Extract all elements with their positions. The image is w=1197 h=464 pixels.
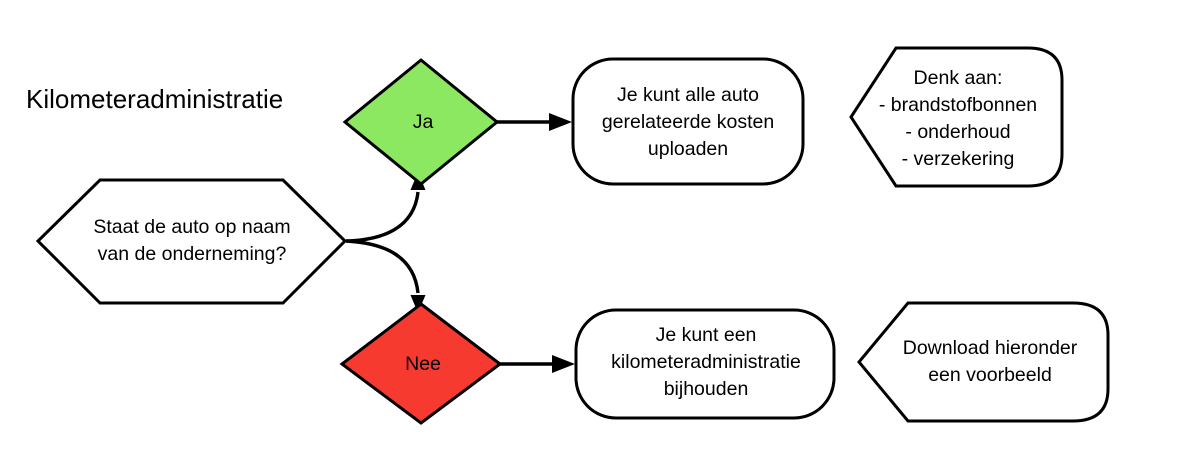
node-no-result-box[interactable]: Je kunt een kilometeradministratie bijho… xyxy=(574,308,836,420)
question-line-2: van de onderneming? xyxy=(98,243,287,265)
yes-result-line-2: gerelateerde kosten xyxy=(602,111,774,133)
node-yes-note-card[interactable]: Denk aan: - brandstofbonnen - onderhoud … xyxy=(849,46,1064,188)
node-yes-diamond[interactable]: Ja xyxy=(342,58,500,186)
yes-label: Ja xyxy=(413,111,434,133)
edge-question-to-yes xyxy=(345,172,426,243)
no-label: Nee xyxy=(405,353,441,375)
node-question-hexagon[interactable]: Staat de auto op naam van de onderneming… xyxy=(35,178,348,305)
yes-note-line-4: - verzekering xyxy=(902,148,1015,170)
yes-note-line-3: - onderhoud xyxy=(905,121,1010,143)
node-yes-result-box[interactable]: Je kunt alle auto gerelateerde kosten up… xyxy=(571,57,805,186)
edge-yes-to-result xyxy=(497,113,572,131)
yes-result-line-1: Je kunt alle auto xyxy=(617,84,759,106)
page-title: Kilometeradministratie xyxy=(26,84,283,114)
no-result-line-3: bijhouden xyxy=(664,378,749,400)
node-no-diamond[interactable]: Nee xyxy=(339,302,503,425)
edge-question-to-no xyxy=(345,239,426,313)
question-line-1: Staat de auto op naam xyxy=(93,216,290,238)
edge-no-to-result xyxy=(500,355,575,373)
node-no-note-card[interactable]: Download hieronder een voorbeeld xyxy=(857,301,1110,423)
yes-note-line-2: - brandstofbonnen xyxy=(879,94,1037,116)
yes-result-line-3: uploaden xyxy=(648,138,728,160)
no-note-line-1: Download hieronder xyxy=(903,337,1078,359)
no-result-line-2: kilometeradministratie xyxy=(611,351,801,373)
yes-note-line-1: Denk aan: xyxy=(914,67,1003,89)
no-result-line-1: Je kunt een xyxy=(656,324,757,346)
no-note-line-2: een voorbeeld xyxy=(928,364,1052,386)
